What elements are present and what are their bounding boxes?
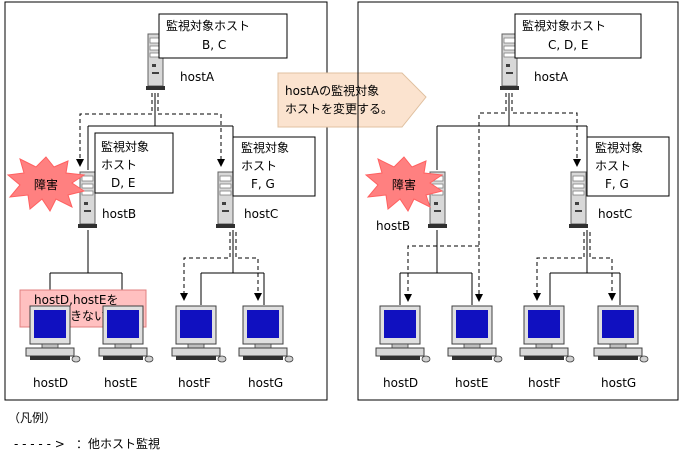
left-terminal-label-hostD: hostD bbox=[33, 376, 68, 390]
legend-arrow: - - - - - > bbox=[14, 437, 65, 451]
left-warning-line1: hostD,hostEを bbox=[34, 293, 118, 307]
left-hostB-server-icon bbox=[77, 171, 98, 229]
left-terminal-hostF-icon bbox=[171, 305, 227, 363]
legend-desc: ：他ホスト監視 bbox=[76, 436, 160, 451]
left-hostA-box-line2: B, C bbox=[202, 38, 226, 52]
right-terminal-label-hostD: hostD bbox=[383, 376, 418, 390]
left-hostA-label: hostA bbox=[180, 70, 215, 84]
left-hostC-box-line2: ホスト bbox=[241, 159, 277, 173]
left-terminal-label-hostG: hostG bbox=[248, 376, 283, 390]
right-hostC-box bbox=[586, 136, 670, 197]
left-panel bbox=[4, 1, 328, 401]
arrow-note-line2: ホストを変更する。 bbox=[285, 101, 393, 116]
left-hostA-box-line1: 監視対象ホスト bbox=[166, 18, 250, 33]
left-hostC-server-icon bbox=[215, 171, 236, 229]
right-panel bbox=[357, 1, 679, 401]
right-hostA-label: hostA bbox=[534, 70, 569, 84]
right-hostC-label: hostC bbox=[598, 207, 632, 221]
legend-title: （凡例） bbox=[8, 411, 56, 425]
right-terminal-hostE-icon bbox=[447, 305, 503, 363]
left-hostB-box-line2: ホスト bbox=[101, 158, 137, 172]
right-hostC-box-line1: 監視対象 bbox=[595, 140, 643, 155]
right-terminal-hostG-icon bbox=[593, 305, 649, 363]
left-hostB-box bbox=[94, 132, 174, 194]
left-hostC-box-line1: 監視対象 bbox=[241, 140, 289, 155]
left-failure-label: 障害 bbox=[34, 177, 58, 192]
right-failure-label: 障害 bbox=[392, 177, 416, 192]
left-hostC-label: hostC bbox=[244, 207, 278, 221]
right-terminal-label-hostF: hostF bbox=[528, 376, 561, 390]
right-hostC-box-line3: F, G bbox=[605, 177, 629, 191]
left-terminal-label-hostF: hostF bbox=[178, 376, 211, 390]
left-terminal-hostG-icon bbox=[238, 305, 294, 363]
right-terminal-label-hostE: hostE bbox=[455, 376, 489, 390]
arrow-note-shape bbox=[277, 72, 427, 128]
right-hostA-box bbox=[514, 13, 642, 59]
left-hostA-box bbox=[158, 13, 288, 59]
left-terminal-label-hostE: hostE bbox=[104, 376, 138, 390]
right-hostC-server-icon bbox=[568, 171, 589, 229]
left-hostB-box-line1: 監視対象 bbox=[101, 139, 149, 154]
right-terminal-hostF-icon bbox=[519, 305, 575, 363]
left-hostC-box-line3: F, G bbox=[251, 177, 275, 191]
right-hostC-box-line2: ホスト bbox=[595, 159, 631, 173]
right-hostA-box-line2: C, D, E bbox=[548, 38, 588, 52]
left-hostB-label: hostB bbox=[102, 207, 136, 221]
right-terminal-label-hostG: hostG bbox=[601, 376, 636, 390]
right-hostA-box-line1: 監視対象ホスト bbox=[522, 18, 606, 33]
right-hostB-label: hostB bbox=[376, 219, 410, 233]
right-terminal-hostD-icon bbox=[375, 305, 431, 363]
arrow-note-line1: hostAの監視対象 bbox=[285, 83, 379, 98]
left-hostC-box bbox=[232, 136, 316, 197]
left-hostB-box-line3: D, E bbox=[111, 176, 135, 190]
